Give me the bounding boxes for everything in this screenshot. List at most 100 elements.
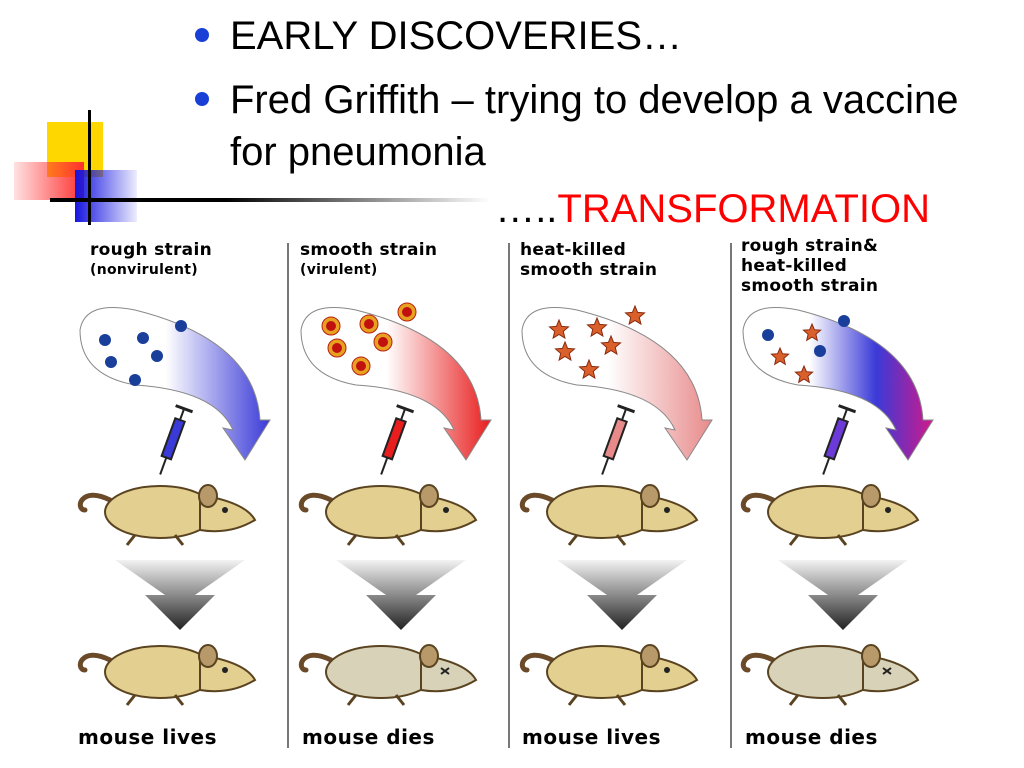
bullet-item: Fred Griffith – trying to develop a vacc… (195, 74, 995, 178)
bullet-text: Fred Griffith – trying to develop a vacc… (230, 78, 959, 174)
smooth-bacterium-icon (402, 307, 412, 317)
down-arrow-icon (778, 560, 908, 630)
syringe-handle (617, 404, 636, 414)
deco-horizontal-line (50, 198, 490, 202)
syringe-needle (822, 457, 831, 475)
mouse-ear (640, 484, 660, 508)
mouse-ear (861, 484, 881, 508)
syringe-plunger (842, 408, 849, 421)
mouse-icon (77, 484, 257, 546)
panel-note: (virulent) (300, 262, 378, 278)
mouse-icon (740, 484, 920, 546)
syringe-barrel (823, 417, 849, 461)
mouse-tail (77, 652, 113, 673)
mouse-feet (125, 694, 185, 706)
panel-title: rough strain (90, 240, 212, 260)
syringe-handle (175, 404, 194, 414)
rough-bacterium-icon (814, 345, 826, 357)
syringe-plunger (400, 408, 407, 421)
syringe-icon (601, 404, 636, 475)
smooth-bacterium-icon (326, 321, 336, 331)
mouse-eye (664, 507, 670, 513)
experiment-panel (740, 307, 934, 706)
dead-mouse-icon (740, 644, 920, 706)
dead-mouse-icon (298, 644, 478, 706)
syringe-needle (380, 457, 389, 475)
syringe-barrel (160, 417, 186, 461)
bullet-text: EARLY DISCOVERIES… (230, 14, 682, 58)
mouse-feet (788, 694, 848, 706)
experiment-panel (298, 302, 492, 706)
deco-blue-square (75, 170, 137, 222)
bullet-dot-icon (195, 28, 209, 42)
rough-bacterium-icon (762, 329, 774, 341)
rough-bacterium-icon (99, 334, 111, 346)
panel-header-smooth: smooth strain (virulent) (300, 240, 437, 280)
smooth-bacterium-icon (356, 361, 366, 371)
rough-bacterium-icon (175, 320, 187, 332)
mouse-ear (419, 644, 439, 668)
outcome-label-2: mouse dies (302, 725, 435, 749)
heat-killed-bacterium-icon (802, 322, 822, 342)
bullet-item: EARLY DISCOVERIES… (195, 10, 995, 62)
syringe-needle (159, 457, 168, 475)
mouse-tail (740, 652, 776, 673)
rough-bacterium-icon (838, 315, 850, 327)
mouse-feet (346, 534, 406, 546)
syringe-handle (838, 404, 857, 414)
heat-killed-bacterium-icon (600, 334, 622, 356)
mouse-tail (519, 652, 555, 673)
mouse-feet (788, 534, 848, 546)
injection-swoosh (79, 307, 271, 461)
panel-title: heat-killed (520, 240, 627, 260)
panel-divider (508, 243, 510, 748)
mouse-eye-x (440, 667, 450, 675)
syringe-icon (822, 404, 857, 475)
rough-bacterium-icon (129, 374, 141, 386)
injection-swoosh (742, 307, 934, 461)
mouse-eye (885, 507, 891, 513)
injection-swoosh (521, 307, 713, 461)
panel-divider (287, 243, 289, 748)
experiment-panel (77, 307, 271, 706)
panel-header-rough: rough strain (nonvirulent) (90, 240, 212, 280)
mouse-feet (346, 694, 406, 706)
syringe-plunger (621, 408, 628, 421)
syringe-handle (396, 404, 415, 414)
syringe-icon (159, 404, 194, 475)
mouse-tail (519, 492, 555, 513)
panel-note: (nonvirulent) (90, 262, 198, 278)
rough-bacterium-icon (137, 332, 149, 344)
smooth-bacterium-icon (364, 319, 374, 329)
smooth-bacterium-icon (332, 343, 342, 353)
mouse-tail (298, 652, 334, 673)
mouse-eye (443, 507, 449, 513)
mouse-feet (567, 694, 627, 706)
heat-killed-bacterium-icon (770, 346, 790, 366)
mouse-icon (77, 644, 257, 706)
bullet-list: EARLY DISCOVERIES… Fred Griffith – tryin… (195, 10, 995, 178)
panel-title: rough strain& (741, 236, 879, 256)
deco-vertical-line (88, 110, 91, 225)
subtitle: …..TRANSFORMATION (495, 185, 930, 233)
down-arrow-icon (336, 560, 466, 630)
mouse-ear (419, 484, 439, 508)
mouse-tail (77, 492, 113, 513)
mouse-icon (298, 484, 478, 546)
experiment-panel (519, 304, 713, 706)
mouse-icon (519, 484, 699, 546)
down-arrow-icon (557, 560, 687, 630)
mouse-feet (567, 534, 627, 546)
outcome-label-1: mouse lives (78, 725, 217, 749)
mouse-eye-x (882, 667, 892, 675)
transformation-label: TRANSFORMATION (557, 187, 930, 231)
outcome-label-4: mouse dies (745, 725, 878, 749)
heat-killed-bacterium-icon (794, 364, 814, 384)
mouse-icon (519, 644, 699, 706)
mouse-ear (861, 644, 881, 668)
down-arrow-icon (115, 560, 245, 630)
heat-killed-bacterium-icon (624, 304, 646, 326)
panel-header-mixed: rough strain& heat-killed smooth strain (741, 236, 878, 296)
